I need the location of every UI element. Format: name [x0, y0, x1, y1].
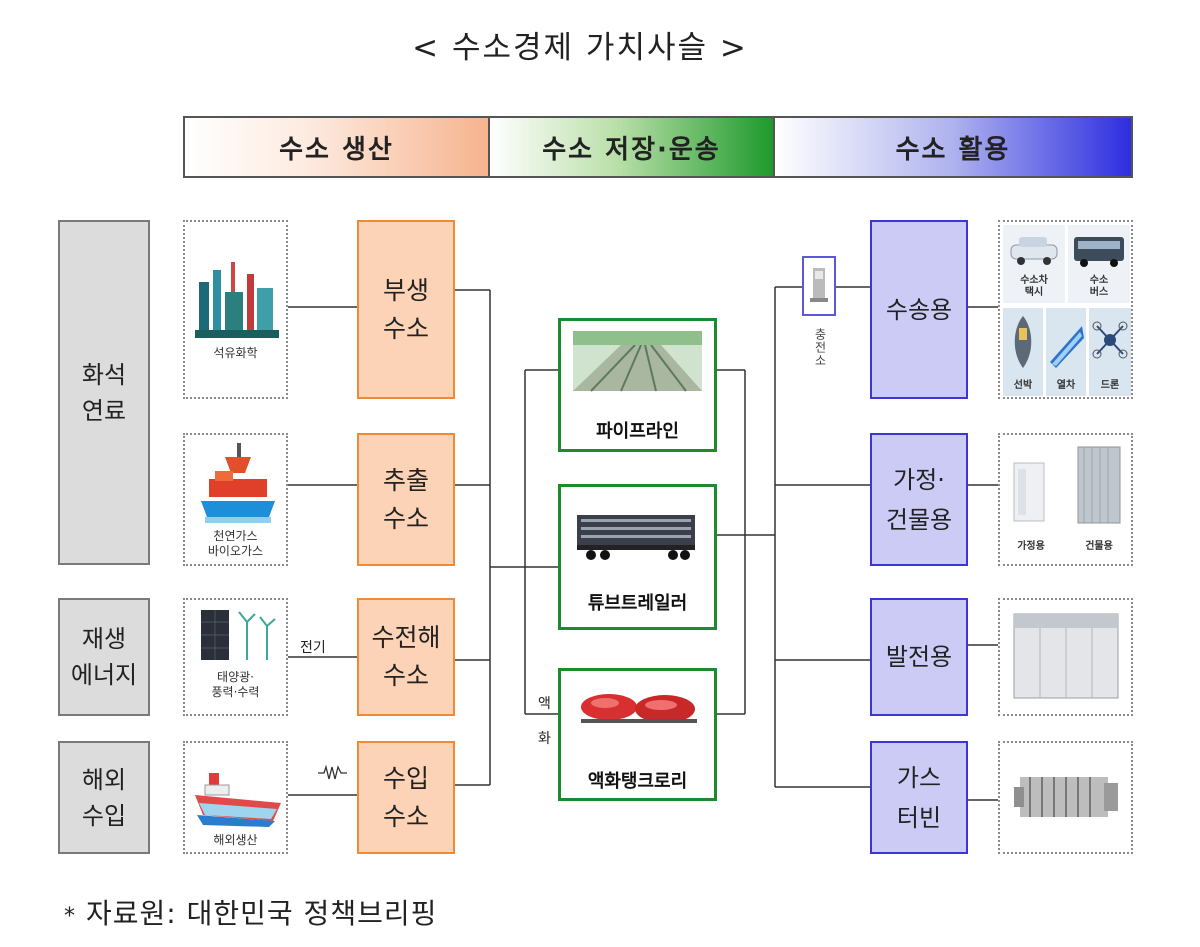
ship-icon [195, 773, 281, 827]
pipeline-label: 파이프라인 [596, 421, 679, 442]
band-production: 수소 생산 [183, 116, 490, 178]
hydrogen-bus-tile: 수소 버스 [1068, 225, 1130, 303]
usage-transport-box: 수송용 [870, 220, 968, 399]
source-overseas-import: 해외 수입 [58, 741, 150, 854]
drone-icon [1092, 321, 1128, 359]
home-caption: 가정용 [1017, 541, 1045, 552]
hydrogen-taxi-caption: 수소차 택시 [1020, 275, 1048, 298]
charging-station-box [802, 256, 836, 316]
band-storage-transport: 수소 저장·운송 [490, 116, 775, 178]
tube-trailer-icon [577, 515, 695, 560]
overseas-caption: 해외생산 [213, 833, 258, 847]
renewable-image-box: 태양광· 풍력·수력 [183, 598, 288, 716]
power-plant-unit-icon [1013, 613, 1119, 699]
taxi-icon [1010, 237, 1058, 265]
transport-usage-image-box: 수소차 택시 수소 버스 선박 열차 드론 [998, 220, 1133, 399]
ship-tile: 선박 [1003, 308, 1043, 396]
solar-wind-icon [201, 610, 276, 660]
bus-icon [1074, 237, 1124, 267]
natural-gas-caption: 천연가스 바이오가스 [207, 529, 264, 558]
footnote: * 자료원: 대한민국 정책브리핑 [64, 892, 437, 932]
vessel-icon [1014, 316, 1032, 368]
pipeline-box: 파이프라인 [558, 318, 717, 452]
petrochemical-image-box: 석유화학 [183, 220, 288, 399]
drone-caption: 드론 [1100, 380, 1120, 391]
diagram-title: < 수소경제 가치사슬 > [412, 30, 748, 66]
ship-caption: 선박 [1013, 380, 1033, 391]
power-usage-image-box [998, 598, 1133, 716]
gas-turbine-icon [1014, 777, 1118, 817]
charging-station-icon [810, 268, 828, 302]
asterisk-icon: * [64, 904, 76, 929]
building-caption: 건물용 [1085, 541, 1113, 552]
source-fossil-fuel: 화석 연료 [58, 220, 150, 565]
hydrogen-taxi-tile: 수소차 택시 [1003, 225, 1065, 303]
imported-hydrogen-box: 수입 수소 [357, 741, 455, 854]
footnote-text: 자료원: 대한민국 정책브리핑 [86, 897, 438, 930]
liquefaction-label-1: 액 [538, 696, 551, 712]
tank-lorry-icon [581, 694, 697, 723]
byproduct-hydrogen-box: 부생 수소 [357, 220, 455, 399]
offshore-platform-icon [201, 443, 275, 523]
tube-trailer-box: 튜브트레일러 [558, 484, 717, 630]
tank-lorry-box: 액화탱크로리 [558, 668, 717, 801]
usage-home-building-box: 가정· 건물용 [870, 433, 968, 566]
resistor-icon [318, 764, 347, 780]
hydrogen-bus-caption: 수소 버스 [1089, 275, 1109, 298]
turbine-usage-image-box [998, 741, 1133, 854]
renewable-caption: 태양광· 풍력·수력 [211, 670, 260, 699]
tube-trailer-label: 튜브트레일러 [587, 593, 688, 614]
natural-gas-image-box: 천연가스 바이오가스 [183, 433, 288, 566]
tank-lorry-label: 액화탱크로리 [587, 771, 688, 792]
train-caption: 열차 [1056, 380, 1076, 391]
liquefaction-label-2: 화 [538, 731, 551, 747]
overseas-image-box: 해외생산 [183, 741, 288, 854]
usage-power-generation-box: 발전용 [870, 598, 968, 716]
usage-gas-turbine-box: 가스 터빈 [870, 741, 968, 854]
building-usage-image-box: 가정용 건물용 [998, 433, 1133, 566]
electrolysis-hydrogen-box: 수전해 수소 [357, 598, 455, 716]
train-tile: 열차 [1046, 308, 1086, 396]
drone-tile: 드론 [1089, 308, 1131, 396]
train-icon [1050, 326, 1084, 368]
extracted-hydrogen-box: 추출 수소 [357, 433, 455, 566]
fuel-cell-units-icon [1013, 446, 1121, 524]
charging-station-label: 충전소 [813, 328, 827, 367]
electricity-label: 전기 [300, 640, 326, 656]
band-usage: 수소 활용 [775, 116, 1133, 178]
source-renewable-energy: 재생 에너지 [58, 598, 150, 716]
refinery-icon [195, 262, 279, 338]
pipeline-icon [573, 331, 702, 392]
petrochemical-caption: 석유화학 [213, 346, 258, 360]
